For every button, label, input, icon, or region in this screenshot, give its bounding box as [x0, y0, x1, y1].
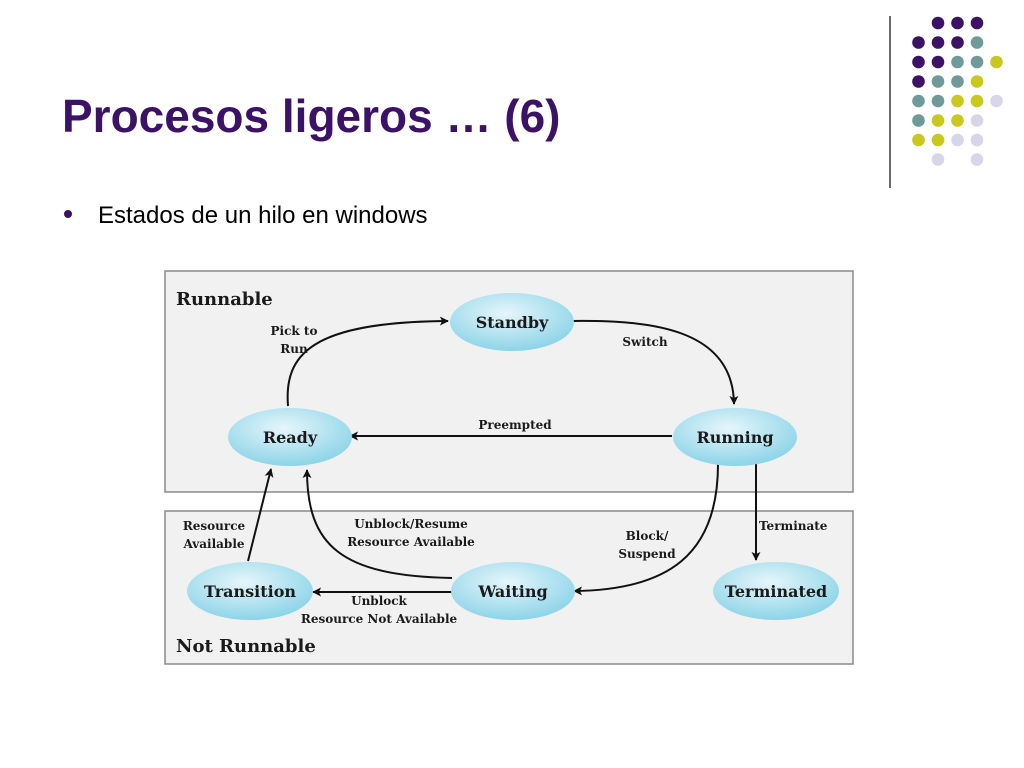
decorative-dot	[970, 153, 984, 166]
edge-label-terminate: Terminate	[759, 519, 828, 533]
edge-block-suspend	[573, 463, 719, 596]
edge-unblock-resume	[302, 469, 453, 579]
decorative-dot	[951, 94, 964, 108]
decorative-dot	[912, 55, 925, 69]
decorative-dot	[931, 55, 945, 69]
decorative-dot	[951, 133, 964, 147]
edge-label-unblock-resume-1: Unblock/Resume	[354, 517, 468, 531]
edge-label-unblock-2: Resource Not Available	[301, 612, 458, 626]
state-transition: Transition	[187, 562, 313, 620]
decorative-dot	[931, 133, 945, 147]
decorative-dot	[951, 55, 964, 69]
decorative-dot	[951, 16, 964, 30]
decorative-dot	[931, 114, 945, 127]
edge-pick-to-run	[286, 316, 449, 407]
decorative-dot	[912, 94, 925, 108]
slide-title: Procesos ligeros … (6)	[62, 90, 561, 142]
decorative-dot	[931, 153, 945, 166]
decorative-dot	[912, 114, 925, 127]
decorative-dot	[951, 114, 964, 127]
decorative-dot	[970, 94, 984, 108]
runnable-region-label: Runnable	[176, 289, 273, 310]
edge-label-pick-to-run-2: Run	[280, 342, 308, 356]
decorative-dot	[931, 36, 945, 49]
not-runnable-region-label: Not Runnable	[176, 636, 316, 657]
bullet-item: Estados de un hilo en windows	[64, 202, 428, 230]
state-running: Running	[673, 408, 797, 466]
state-terminated-label: Terminated	[725, 582, 827, 601]
decorative-dot	[931, 94, 945, 108]
decorative-dot	[970, 36, 984, 49]
edge-label-unblock-1: Unblock	[351, 594, 407, 608]
decorative-dot	[970, 16, 984, 30]
decorative-divider	[889, 16, 891, 188]
state-standby: Standby	[450, 293, 574, 351]
decorative-dot	[931, 75, 945, 88]
state-ready-label: Ready	[263, 428, 318, 447]
bullet-dot-icon	[64, 209, 72, 218]
decorative-dot	[990, 94, 1003, 108]
decorative-dot-grid	[912, 16, 1003, 166]
edge-resource-available	[247, 468, 274, 562]
decorative-dot	[912, 133, 925, 147]
decorative-dot	[990, 55, 1003, 69]
state-terminated: Terminated	[713, 562, 839, 620]
edge-label-block-suspend-2: Suspend	[618, 547, 676, 561]
bullet-text: Estados de un hilo en windows	[98, 202, 428, 229]
edge-label-preempted: Preempted	[478, 418, 552, 432]
edge-label-unblock-resume-2: Resource Available	[347, 535, 475, 549]
decorative-dot	[912, 75, 925, 88]
edge-label-pick-to-run-1: Pick to	[271, 324, 318, 338]
edge-label-resource-available-1: Resource	[183, 519, 246, 533]
state-standby-label: Standby	[476, 313, 549, 332]
decorative-dot	[970, 133, 984, 147]
decorative-dot	[951, 36, 964, 49]
decorative-dot	[970, 55, 984, 69]
edge-label-resource-available-2: Available	[182, 537, 244, 551]
decorative-dot	[912, 36, 925, 49]
edge-label-switch: Switch	[622, 335, 667, 349]
state-running-label: Running	[696, 428, 773, 447]
decorative-dot	[951, 75, 964, 88]
decorative-dot	[970, 114, 984, 127]
state-waiting: Waiting	[451, 562, 575, 620]
decorative-dot	[931, 16, 945, 30]
state-waiting-label: Waiting	[477, 582, 547, 601]
state-transition-label: Transition	[204, 582, 296, 601]
state-ready: Ready	[228, 408, 352, 466]
edge-switch	[571, 319, 739, 405]
edge-label-block-suspend-1: Block/	[626, 529, 669, 543]
decorative-dot	[970, 75, 984, 88]
